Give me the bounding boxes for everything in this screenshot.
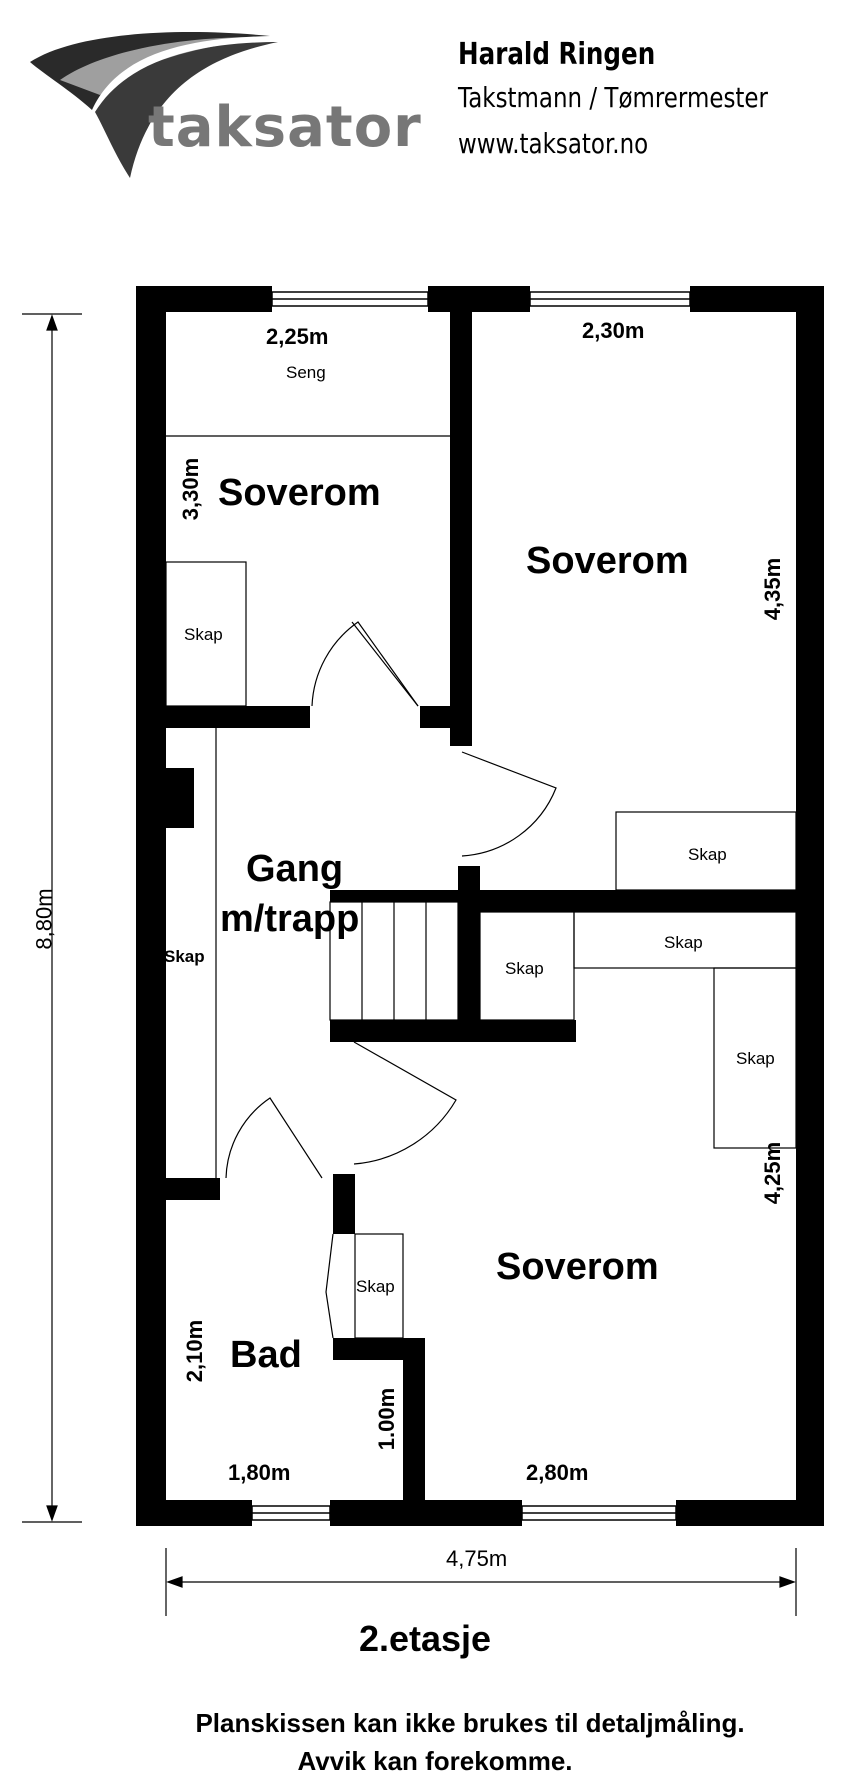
- wall-stair-top: [330, 890, 480, 902]
- wardrobe-label-bath: Skap: [356, 1277, 395, 1296]
- wardrobe-top-right-outline: [615, 811, 797, 891]
- wall-bath-right-a: [333, 1174, 355, 1234]
- room-label-hallway-line2: m/trapp: [220, 898, 360, 940]
- disclaimer-line-1: Planskissen kan ikke brukes til detaljmå…: [195, 1708, 745, 1738]
- appraiser-title: Takstmann / Tømrermester: [458, 81, 768, 114]
- dimension-lines: [22, 313, 797, 1616]
- windows: [251, 291, 691, 1521]
- wall-between-top-bedrooms: [450, 286, 472, 746]
- wardrobe-label-bottom-right: Skap: [736, 1049, 775, 1068]
- dim-top-left-width: 2,25m: [266, 324, 329, 349]
- wall-top-right-bedroom-bottom: [458, 890, 824, 912]
- dim-bath-niche: 1.00m: [374, 1387, 400, 1451]
- wall-top-left-bedroom-bottom-a: [136, 706, 310, 728]
- wall-bath-right-b: [333, 1338, 425, 1360]
- dim-bath-depth: 2,10m: [182, 1319, 208, 1383]
- room-label-bedroom-top-right: Soverom: [526, 540, 689, 582]
- wardrobe-bath-outline: [354, 1233, 404, 1339]
- room-label-bedroom-top-left: Soverom: [218, 472, 381, 514]
- bed-label: Seng: [286, 363, 326, 382]
- wardrobe-bottom-right-outline: [713, 967, 797, 1149]
- wardrobe-top-left-outline: [165, 561, 247, 707]
- dim-overall-width: 4,75m: [446, 1546, 508, 1571]
- logo-swoosh-3: [60, 37, 276, 95]
- door-bathroom: [225, 1097, 323, 1179]
- dim-top-left-depth: 3,30m: [178, 457, 204, 521]
- chimney: [166, 768, 194, 828]
- wardrobe-label-top-left: Skap: [184, 625, 223, 644]
- outer-wall-bottom-mid: [330, 1500, 522, 1526]
- outer-wall-left: [136, 286, 166, 1526]
- walls: [136, 286, 824, 1526]
- dim-bottom-width: 2,80m: [526, 1460, 589, 1485]
- dim-top-right-depth: 4,35m: [760, 557, 786, 621]
- disclaimer-line-2: Avvik kan forekomme.: [297, 1746, 573, 1776]
- wall-hall-bath: [136, 1178, 220, 1200]
- door-bottom-bedroom: [353, 1041, 457, 1165]
- wardrobe-mid-right-outline: [573, 911, 797, 969]
- wardrobe-label-mid-left: Skap: [505, 959, 544, 978]
- room-label-bedroom-bottom: Soverom: [496, 1246, 659, 1288]
- door-top-right-bedroom: [461, 751, 557, 857]
- appraiser-name: Harald Ringen: [458, 37, 656, 72]
- outer-wall-top-mid: [428, 286, 530, 312]
- outer-wall-bottom-left: [136, 1500, 252, 1526]
- outer-wall-bottom-right: [676, 1500, 824, 1526]
- taksator-logo: [30, 32, 278, 178]
- wall-stair-bottom: [330, 1020, 576, 1042]
- wardrobe-label-top-right: Skap: [688, 845, 727, 864]
- dim-bath-width: 1,80m: [228, 1460, 291, 1485]
- wardrobe-label-mid-right: Skap: [664, 933, 703, 952]
- dim-top-right-width: 2,30m: [582, 318, 645, 343]
- door-top-left-bedroom: [311, 621, 419, 707]
- door-bath-closet: [325, 1233, 334, 1339]
- wall-top-left-bedroom-bottom-b: [420, 706, 472, 728]
- logo-swoosh-2: [95, 42, 278, 178]
- room-label-bathroom: Bad: [230, 1334, 302, 1376]
- dim-bottom-right-depth: 4,25m: [760, 1141, 786, 1205]
- room-label-hallway-line1: Gang: [246, 848, 344, 890]
- wall-bath-niche: [403, 1338, 425, 1526]
- fixtures: [165, 435, 797, 1339]
- wardrobe-label-hall: Skap: [164, 947, 205, 966]
- logo-wordmark: taksator: [148, 95, 422, 160]
- dim-overall-height: 8,80m: [31, 888, 57, 950]
- floor-label: 2.etasje: [358, 1618, 492, 1659]
- appraiser-website: www.taksator.no: [458, 127, 649, 160]
